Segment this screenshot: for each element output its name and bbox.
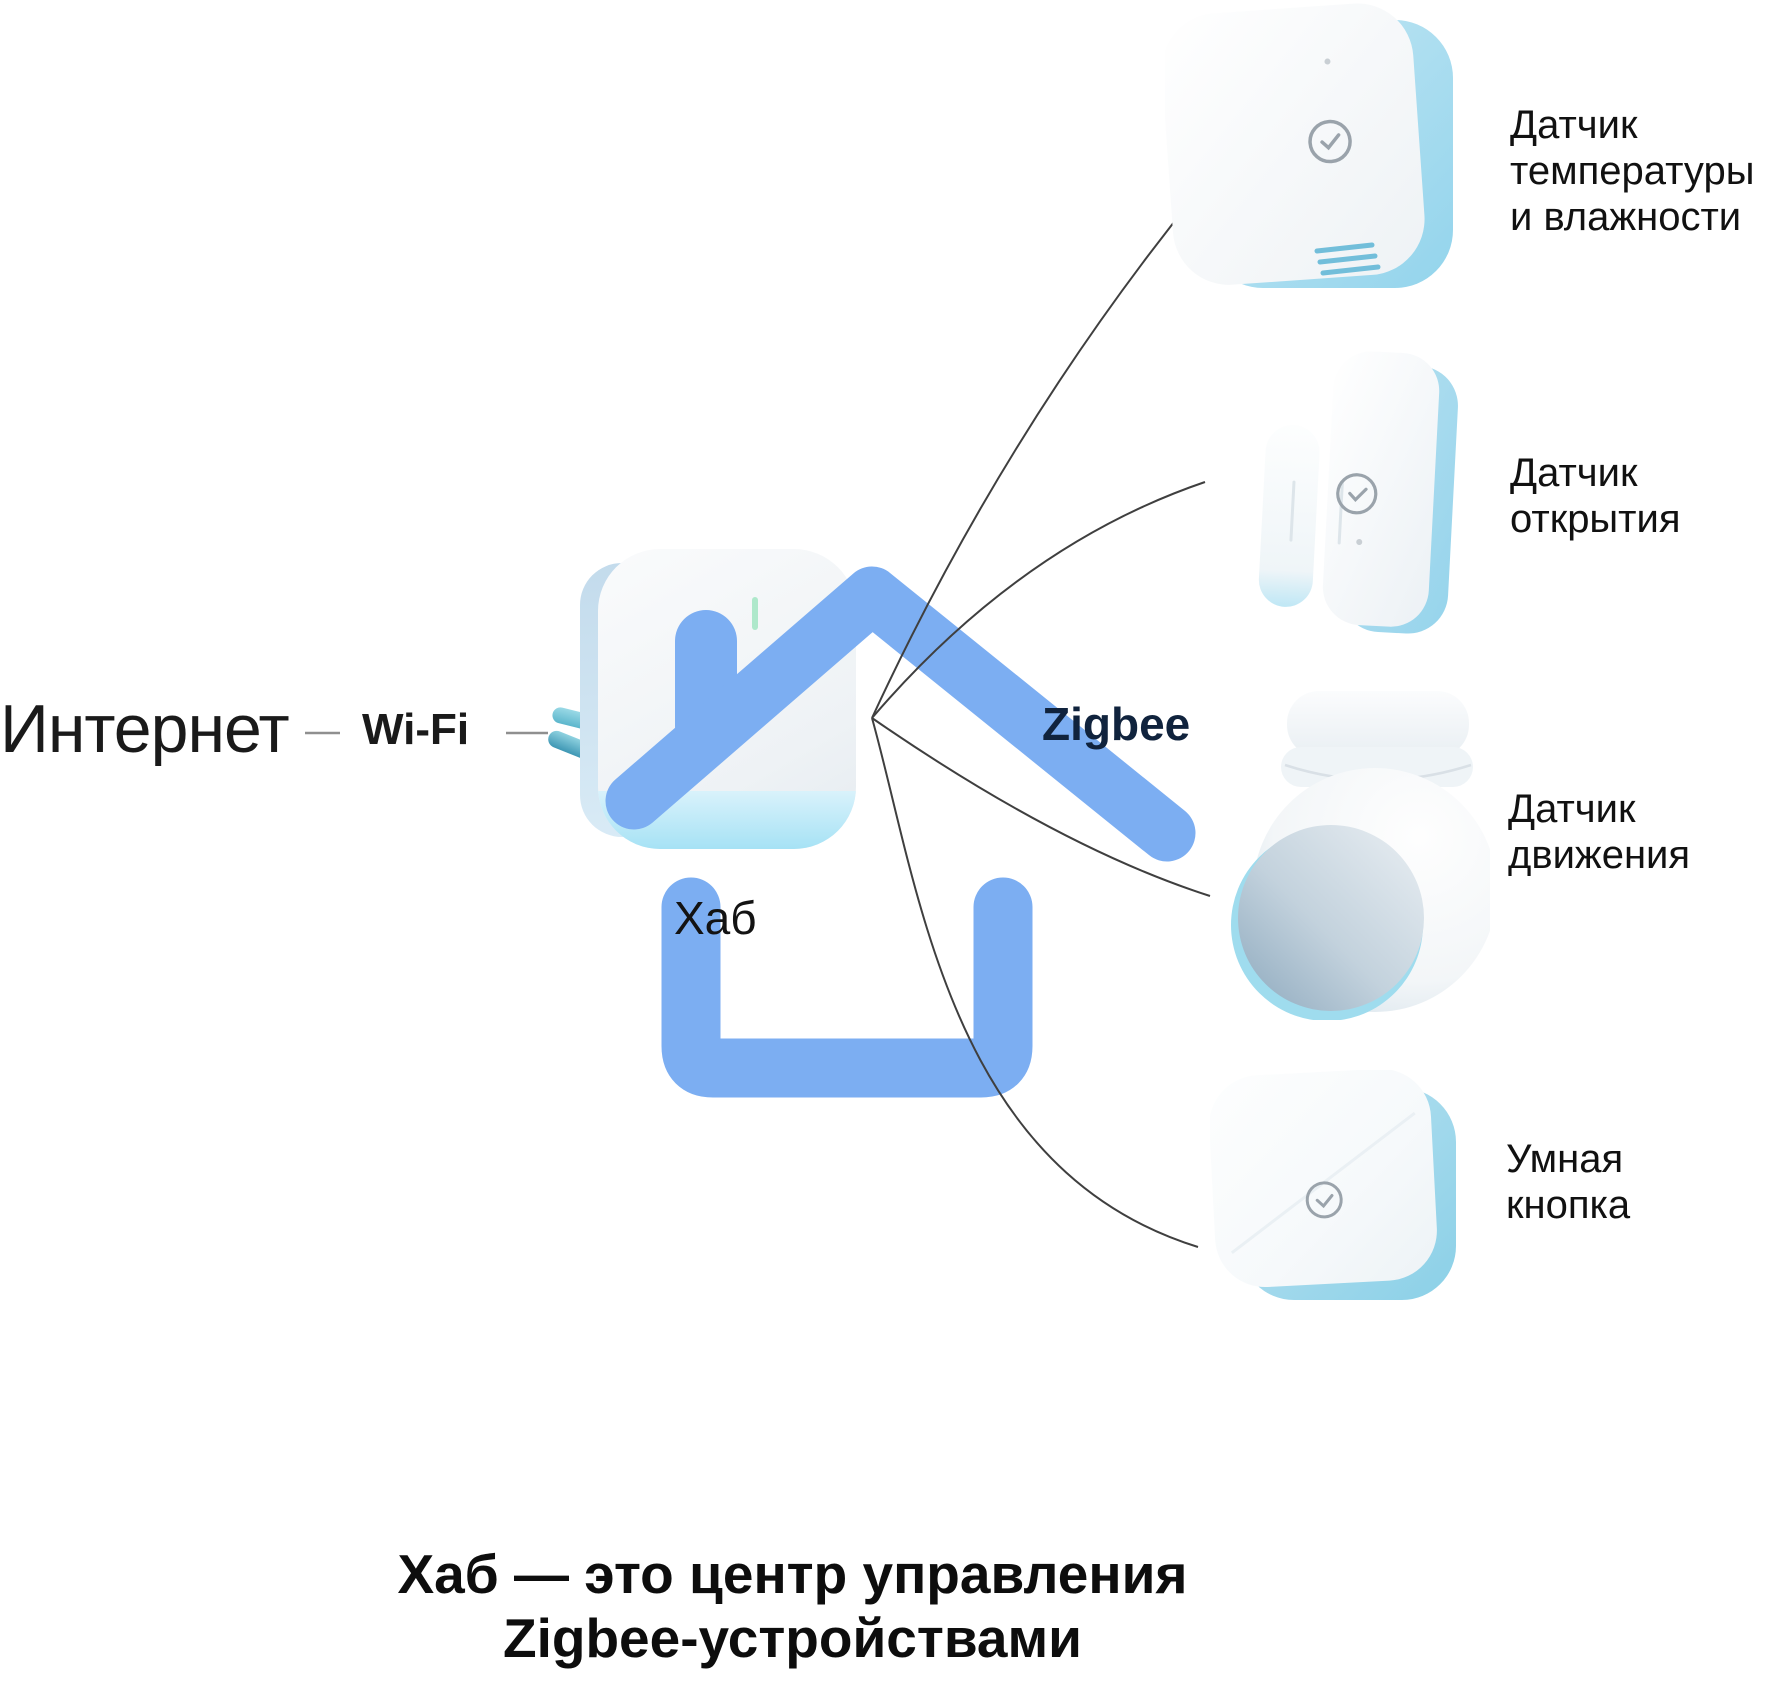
motion-sensor-image [1225, 685, 1497, 1025]
opening-sensor-label: Датчик открытия [1510, 451, 1681, 541]
line-to-temp-sensor [871, 191, 1199, 719]
sber-check-icon [1308, 119, 1352, 164]
sensor-bar [1322, 351, 1440, 627]
line-to-opening-sensor [871, 481, 1206, 719]
status-dot-icon [1356, 538, 1363, 545]
hub-led-indicator [752, 597, 758, 630]
hub-device-bottom [598, 791, 856, 849]
temp-humidity-sensor-label: Датчик температуры и влажности [1510, 103, 1755, 239]
temp-humidity-sensor-image [1161, 2, 1460, 302]
hub-device [598, 549, 856, 849]
sber-check-icon [1305, 1181, 1343, 1219]
wifi-label: Wi-Fi [362, 705, 470, 754]
sensor-lens-face [1238, 825, 1424, 1011]
smart-button-label: Умная кнопка [1506, 1137, 1631, 1227]
mount-base [1281, 691, 1473, 787]
hub-label: Хаб [674, 892, 757, 944]
sber-check-icon [1336, 473, 1378, 515]
smart-button-image [1209, 1068, 1462, 1315]
line-to-smart-button [871, 717, 1199, 1248]
zigbee-label: Zigbee [1042, 698, 1191, 750]
status-dot-icon [1324, 58, 1331, 65]
caption: Хаб — это центр управления Zigbee-устрой… [397, 1543, 1188, 1669]
opening-sensor-image [1250, 340, 1460, 657]
motion-sensor-label: Датчик движения [1508, 787, 1691, 877]
magnet-bar [1258, 425, 1320, 607]
internet-label: Интернет [0, 691, 290, 767]
vent-slots-icon [1314, 242, 1381, 276]
